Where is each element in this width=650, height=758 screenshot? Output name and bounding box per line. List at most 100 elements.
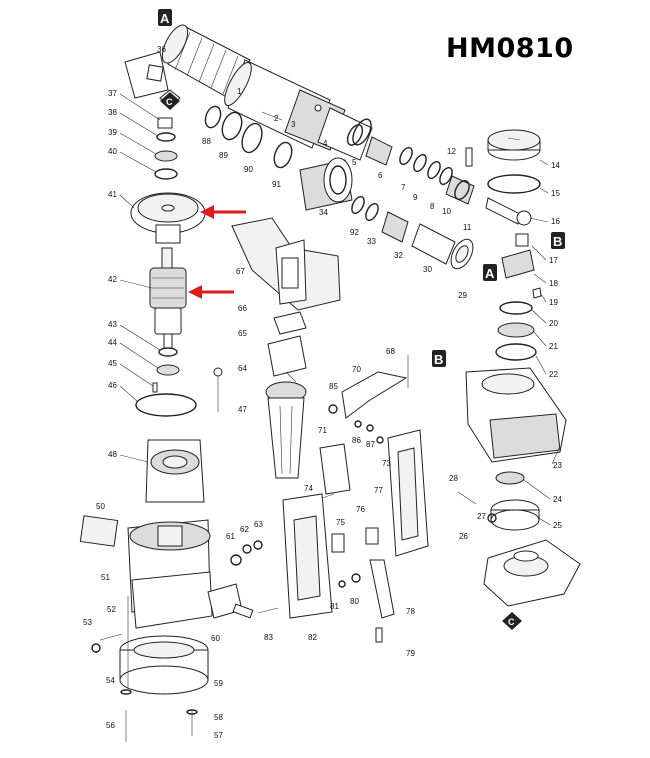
label-73: 73 bbox=[382, 459, 391, 468]
label-43: 43 bbox=[108, 320, 117, 329]
label-41: 41 bbox=[108, 190, 117, 199]
part-76 bbox=[365, 527, 379, 545]
label-71: 71 bbox=[318, 426, 327, 435]
svg-text:C: C bbox=[166, 97, 173, 107]
part-washer-38 bbox=[156, 132, 176, 142]
part-80 bbox=[351, 573, 361, 583]
part-holder-65 bbox=[267, 335, 307, 377]
label-40: 40 bbox=[108, 147, 117, 156]
part-nameplate bbox=[79, 515, 119, 547]
label-88: 88 bbox=[202, 137, 211, 146]
label-10: 10 bbox=[442, 207, 451, 216]
label-52: 52 bbox=[107, 605, 116, 614]
part-washer-85 bbox=[328, 404, 338, 414]
label-59: 59 bbox=[214, 679, 223, 688]
part-holder-66 bbox=[273, 311, 307, 335]
part-field bbox=[145, 439, 205, 503]
part-62 bbox=[242, 544, 252, 554]
label-82: 82 bbox=[308, 633, 317, 642]
part-ring-90 bbox=[241, 122, 263, 154]
part-22 bbox=[495, 343, 537, 361]
label-74: 74 bbox=[304, 484, 313, 493]
part-ring-91 bbox=[273, 141, 293, 169]
part-gear-25 bbox=[490, 499, 540, 531]
label-23: 23 bbox=[553, 461, 562, 470]
label-14: 14 bbox=[551, 161, 560, 170]
part-motor-housing bbox=[127, 519, 213, 629]
ref-tag-a-right: A bbox=[483, 264, 497, 281]
svg-text:C: C bbox=[508, 617, 515, 627]
labels-center: 67 66 65 64 70 68 85 71 86 87 73 74 77 7… bbox=[236, 267, 415, 658]
label-47: 47 bbox=[238, 405, 247, 414]
part-pin bbox=[465, 147, 473, 167]
label-7: 7 bbox=[401, 183, 406, 192]
part-rings-series bbox=[346, 124, 475, 205]
labels-upper: 36 1 2 3 4 5 6 7 8 9 10 11 12 88 89 90 9… bbox=[157, 45, 472, 300]
part-sleeve bbox=[161, 24, 251, 101]
label-39: 39 bbox=[108, 128, 117, 137]
part-screw-28 bbox=[457, 491, 477, 505]
crank-assembly bbox=[457, 129, 581, 607]
part-crankshaft bbox=[501, 249, 535, 279]
part-washer-54 bbox=[120, 689, 132, 695]
part-pin-45 bbox=[152, 382, 158, 393]
handle-assembly bbox=[231, 217, 429, 643]
label-81: 81 bbox=[330, 602, 339, 611]
part-screw-52 bbox=[99, 633, 123, 641]
part-crank-housing bbox=[465, 367, 567, 463]
label-46: 46 bbox=[108, 381, 117, 390]
labels-left: 37 38 39 40 41 42 43 44 45 46 47 48 bbox=[108, 89, 247, 463]
label-19: 19 bbox=[549, 298, 558, 307]
part-ring-92 bbox=[351, 196, 365, 214]
label-20: 20 bbox=[549, 319, 558, 328]
part-grip-78 bbox=[369, 559, 395, 619]
part-75 bbox=[331, 533, 345, 553]
label-44: 44 bbox=[108, 338, 117, 347]
part-baffle bbox=[135, 393, 197, 417]
label-77: 77 bbox=[374, 486, 383, 495]
svg-text:A: A bbox=[160, 11, 170, 26]
label-65: 65 bbox=[238, 329, 247, 338]
part-bracket-70 bbox=[341, 371, 408, 419]
label-2: 2 bbox=[274, 114, 279, 123]
label-12: 12 bbox=[447, 147, 456, 156]
part-gear bbox=[299, 157, 353, 211]
part-17 bbox=[515, 233, 529, 247]
label-67: 67 bbox=[236, 267, 245, 276]
label-3: 3 bbox=[291, 120, 296, 129]
label-4: 4 bbox=[323, 139, 328, 148]
label-8: 8 bbox=[430, 202, 435, 211]
label-91: 91 bbox=[272, 180, 281, 189]
arrow-armature-head bbox=[188, 285, 202, 299]
part-spacer bbox=[232, 603, 254, 619]
label-57: 57 bbox=[214, 731, 223, 740]
label-6: 6 bbox=[378, 171, 383, 180]
label-36: 36 bbox=[157, 45, 166, 54]
label-38: 38 bbox=[108, 108, 117, 117]
part-oring-15 bbox=[487, 174, 541, 194]
label-32: 32 bbox=[394, 251, 403, 260]
part-79 bbox=[375, 627, 383, 643]
part-ring-89 bbox=[221, 111, 243, 141]
part-61 bbox=[230, 554, 242, 566]
label-86: 86 bbox=[352, 436, 361, 445]
part-bearing-39 bbox=[154, 150, 178, 162]
arrow-fan-head bbox=[200, 205, 214, 219]
part-bearing-44 bbox=[156, 364, 180, 376]
label-25: 25 bbox=[553, 521, 562, 530]
part-73 bbox=[376, 436, 384, 444]
part-bracket bbox=[124, 51, 169, 99]
model-number: HM0810 bbox=[446, 33, 574, 64]
label-37: 37 bbox=[108, 89, 117, 98]
part-ring-33 bbox=[365, 203, 379, 221]
svg-text:A: A bbox=[485, 266, 495, 281]
part-bearing-21 bbox=[497, 322, 535, 338]
part-key bbox=[532, 287, 542, 299]
part-connecting-rod bbox=[485, 197, 521, 225]
part-cylinder bbox=[224, 59, 346, 151]
part-armature bbox=[149, 247, 187, 349]
label-5: 5 bbox=[352, 158, 357, 167]
motor-housing-assembly bbox=[79, 515, 263, 742]
label-22: 22 bbox=[549, 370, 558, 379]
